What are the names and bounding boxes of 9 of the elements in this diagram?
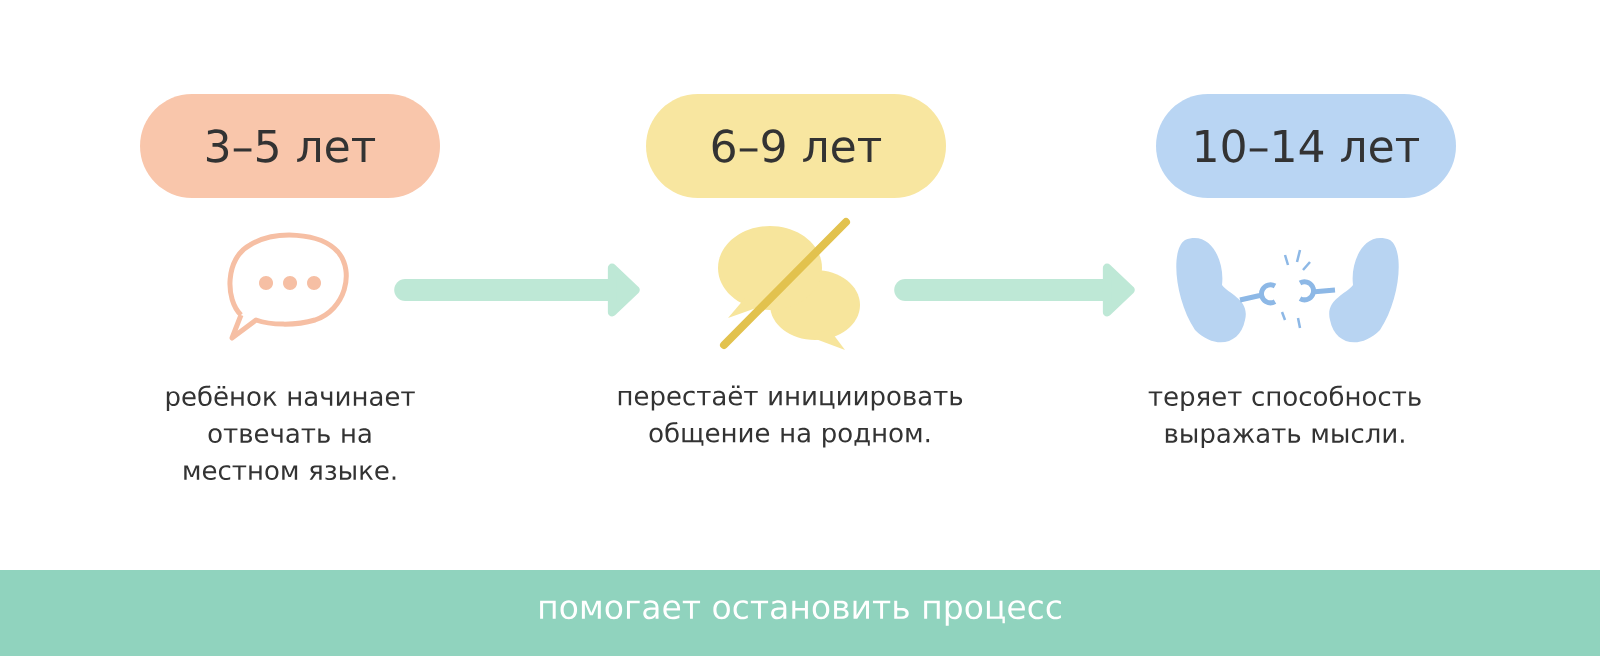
arrow — [394, 263, 640, 317]
description-text: перестаёт инициировать общение на родном. — [618, 385, 963, 448]
arrow — [894, 263, 1135, 317]
description-text: теряет способность выражать мысли. — [1148, 385, 1421, 449]
footer-band: помогает остановить процесс — [0, 570, 1600, 656]
age-pill: 3–5 лет — [140, 94, 440, 198]
description-text: ребёнок начинает отвечать на местном языке. — [166, 385, 415, 481]
age-pill: 6–9 лет — [646, 94, 946, 198]
age-pill: 10–14 лет — [1156, 94, 1456, 198]
